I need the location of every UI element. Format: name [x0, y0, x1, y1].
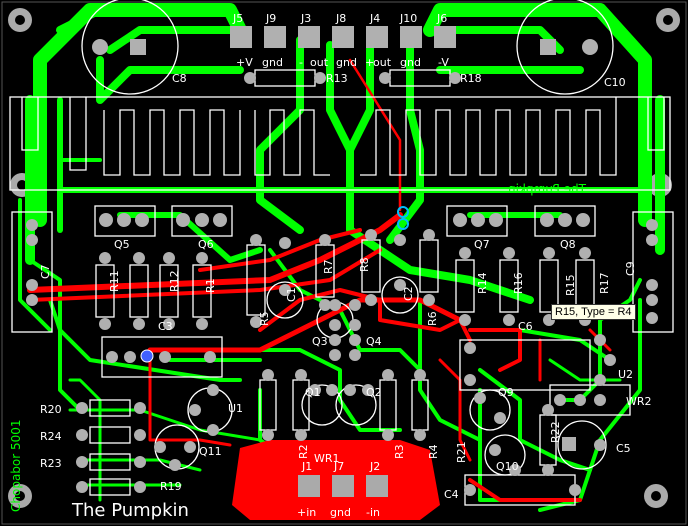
bottom-copper-layer: [27, 58, 612, 502]
svg-text:R1: R1: [204, 278, 217, 293]
svg-text:Q9: Q9: [498, 386, 514, 399]
svg-text:Q1: Q1: [305, 386, 321, 399]
svg-text:R21: R21: [455, 441, 468, 463]
conn-label-9: -V: [438, 56, 449, 69]
reference-designators: C8 C10 R13 R18 Q5 Q6 Q7 Q8 R11 R12 R1 R7…: [39, 72, 652, 501]
svg-text:WR2: WR2: [626, 395, 652, 408]
svg-text:R17: R17: [598, 272, 611, 294]
conn-label-6: +: [365, 56, 374, 69]
conn-label-4: out: [310, 56, 329, 69]
svg-text:gnd: gnd: [330, 506, 351, 519]
top-connector-labels: +V gnd - out gnd + out gnd -V: [236, 56, 449, 69]
mounting-holes: [8, 8, 680, 508]
svg-text:R24: R24: [40, 430, 62, 443]
q5-outline: [94, 205, 156, 237]
svg-text:J5: J5: [232, 12, 243, 25]
conn-label-7: out: [373, 56, 392, 69]
svg-text:R7: R7: [322, 259, 335, 274]
svg-text:-in: -in: [366, 506, 380, 519]
svg-text:C5: C5: [616, 442, 631, 455]
svg-text:C1: C1: [285, 287, 298, 302]
svg-text:Q2: Q2: [366, 386, 382, 399]
svg-text:Q5: Q5: [114, 238, 130, 251]
svg-text:J2: J2: [369, 460, 380, 473]
svg-text:Q4: Q4: [366, 335, 382, 348]
svg-text:R15: R15: [564, 274, 577, 296]
svg-text:R2: R2: [297, 444, 310, 459]
svg-text:J3: J3: [300, 12, 311, 25]
q8-outline: [534, 205, 596, 237]
svg-text:WR1: WR1: [314, 452, 340, 465]
svg-text:R12: R12: [168, 270, 181, 292]
svg-text:Q3: Q3: [312, 335, 328, 348]
svg-text:R20: R20: [40, 403, 62, 416]
heatsink-outline: [9, 96, 671, 191]
svg-text:Q7: Q7: [474, 238, 490, 251]
conn-label-1: +V: [236, 56, 253, 69]
svg-text:R23: R23: [40, 457, 62, 470]
top-copper-layer: [18, 3, 665, 512]
svg-text:R8: R8: [358, 257, 371, 272]
svg-text:Q8: Q8: [560, 238, 576, 251]
q6-outline: [171, 205, 233, 237]
wr2-outline: [549, 384, 631, 416]
u2-outline: [459, 339, 591, 391]
board-title: The Pumpkin: [71, 500, 189, 521]
conn-label-2: gnd: [262, 56, 283, 69]
svg-text:R14: R14: [476, 272, 489, 294]
conn-label-8: gnd: [400, 56, 421, 69]
mirrored-title: The Pumpkin: [508, 182, 587, 196]
svg-text:J7: J7: [333, 460, 344, 473]
conn-label-3: -: [299, 56, 303, 69]
svg-text:C4: C4: [444, 488, 459, 501]
c9-outline: [632, 211, 674, 333]
svg-text:Q10: Q10: [496, 460, 519, 473]
svg-text:R18: R18: [460, 72, 482, 85]
svg-text:R5: R5: [258, 311, 271, 326]
svg-text:R6: R6: [426, 311, 439, 326]
highlighted-vias: [140, 206, 409, 363]
svg-text:C8: C8: [172, 72, 187, 85]
svg-text:R4: R4: [427, 444, 440, 459]
conn-label-5: gnd: [336, 56, 357, 69]
svg-text:J8: J8: [335, 12, 346, 25]
q7-outline: [446, 205, 508, 237]
heatsink-fins: [21, 97, 665, 176]
svg-text:R19: R19: [160, 480, 182, 493]
svg-text:C7: C7: [39, 264, 52, 279]
svg-text:R22: R22: [549, 421, 562, 443]
c3-outline: [101, 336, 223, 378]
svg-text:R16: R16: [512, 272, 525, 294]
svg-text:C2: C2: [402, 286, 415, 301]
pads: [26, 26, 658, 497]
svg-text:R11: R11: [108, 270, 121, 292]
c7-outline: [11, 211, 53, 333]
bottom-connector-labels: J1 J7 J2 +in gnd -in: [297, 460, 380, 519]
component-tooltip: R15, Type = R4: [551, 304, 636, 320]
svg-text:R13: R13: [326, 72, 348, 85]
cap-outline-c10: [516, 0, 614, 95]
svg-text:J1: J1: [301, 460, 312, 473]
svg-text:J6: J6: [436, 12, 447, 25]
svg-text:C9: C9: [624, 261, 637, 276]
svg-text:Q11: Q11: [199, 445, 222, 458]
svg-text:C10: C10: [604, 76, 626, 89]
vertical-label: Chopabor 5001: [9, 419, 23, 512]
svg-text:J9: J9: [265, 12, 276, 25]
svg-text:C3: C3: [158, 320, 173, 333]
svg-text:J10: J10: [399, 12, 417, 25]
cap-outline-c8: [81, 0, 179, 95]
svg-text:U1: U1: [228, 402, 243, 415]
svg-text:+in: +in: [297, 506, 316, 519]
svg-text:C6: C6: [518, 320, 533, 333]
top-connector-ids: J5 J9 J3 J8 J4 J10 J6: [232, 12, 447, 25]
svg-text:Q6: Q6: [198, 238, 214, 251]
svg-text:R3: R3: [393, 444, 406, 459]
svg-text:J4: J4: [369, 12, 380, 25]
svg-text:U2: U2: [618, 368, 633, 381]
